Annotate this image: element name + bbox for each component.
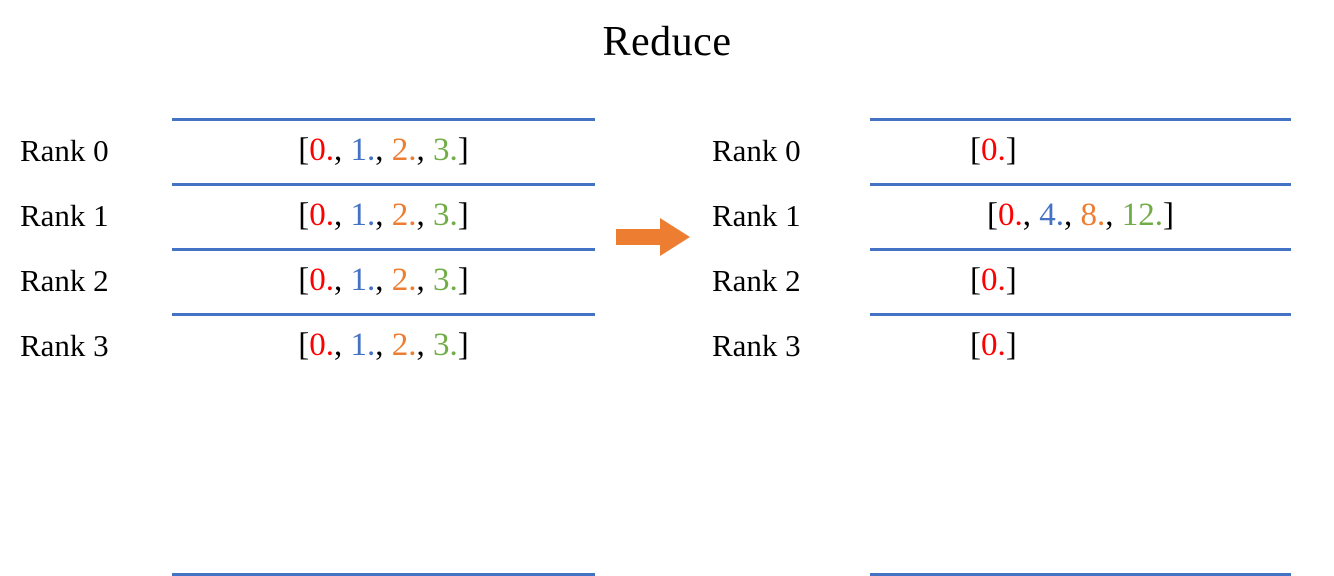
rank-label: Rank 1 (20, 198, 109, 233)
array-value: [0.] (870, 118, 1291, 183)
array-element: 2. (391, 327, 417, 363)
bracket-close: ] (457, 132, 469, 168)
array-element: 0. (309, 262, 334, 298)
array-separator: , (334, 197, 351, 233)
row-divider (172, 248, 595, 251)
table-row: Rank 0 [0., 1., 2., 3.] (0, 118, 600, 183)
array-element: 3. (433, 327, 458, 363)
page-title: Reduce (602, 19, 732, 65)
bracket-open: [ (987, 197, 998, 233)
array-element: 4. (1039, 197, 1064, 233)
array-element: 2. (391, 197, 417, 233)
array-value: [0., 1., 2., 3.] (172, 313, 595, 378)
rank-label: Rank 1 (712, 198, 801, 233)
bracket-close: ] (457, 197, 469, 233)
bracket-open: [ (970, 327, 981, 363)
array-separator: , (1064, 197, 1081, 233)
array-element: 2. (391, 132, 417, 168)
before-panel: Rank 0 [0., 1., 2., 3.] Rank 1 [0., 1., … (0, 118, 600, 576)
bracket-open: [ (970, 132, 981, 168)
table-row: Rank 2 [0., 1., 2., 3.] (0, 248, 600, 313)
table-row: Rank 3 [0., 1., 2., 3.] (0, 313, 600, 576)
bracket-open: [ (298, 132, 310, 168)
rank-label: Rank 0 (712, 133, 801, 168)
array-separator: , (416, 327, 433, 363)
array-element: 0. (998, 197, 1023, 233)
bracket-close: ] (1005, 262, 1017, 298)
row-divider (870, 183, 1291, 186)
bracket-close: ] (1005, 327, 1017, 363)
array-element: 1. (350, 327, 376, 363)
after-panel: Rank 0 [0.] Rank 1 [0., 4., 8., 12.] Ran… (700, 118, 1300, 576)
row-divider (172, 183, 595, 186)
array-element: 0. (981, 132, 1006, 168)
array-element: 1. (350, 262, 376, 298)
rank-label: Rank 2 (712, 263, 801, 298)
bracket-close: ] (457, 327, 469, 363)
array-element: 0. (309, 327, 334, 363)
array-value: [0., 1., 2., 3.] (172, 118, 595, 183)
row-divider (870, 248, 1291, 251)
rank-label: Rank 0 (20, 133, 109, 168)
row-divider (172, 118, 595, 121)
table-row: Rank 3 [0.] (700, 313, 1300, 576)
array-separator: , (416, 132, 433, 168)
array-value: [0., 4., 8., 12.] (870, 183, 1291, 248)
table-row: Rank 2 [0.] (700, 248, 1300, 313)
array-separator: , (334, 327, 351, 363)
table-row: Rank 1 [0., 1., 2., 3.] (0, 183, 600, 248)
bracket-close: ] (457, 262, 469, 298)
array-separator: , (375, 262, 392, 298)
array-separator: , (375, 327, 392, 363)
array-separator: , (375, 132, 392, 168)
row-divider (870, 313, 1291, 316)
array-element: 0. (981, 262, 1006, 298)
array-value: [0., 1., 2., 3.] (172, 248, 595, 313)
rank-label: Rank 3 (20, 328, 109, 363)
array-element: 3. (433, 197, 458, 233)
rank-label: Rank 2 (20, 263, 109, 298)
row-divider (172, 313, 595, 316)
array-value: [0.] (870, 248, 1291, 313)
array-element: 12. (1121, 197, 1163, 233)
array-element: 3. (433, 132, 458, 168)
bracket-open: [ (970, 262, 981, 298)
table-row: Rank 0 [0.] (700, 118, 1300, 183)
bracket-open: [ (298, 262, 310, 298)
right-arrow-icon (616, 218, 690, 256)
row-divider (870, 118, 1291, 121)
array-element: 0. (981, 327, 1006, 363)
array-element: 1. (350, 132, 376, 168)
array-value: [0.] (870, 313, 1291, 378)
array-separator: , (1022, 197, 1040, 233)
array-separator: , (334, 132, 351, 168)
array-separator: , (416, 197, 433, 233)
array-separator: , (334, 262, 351, 298)
array-element: 8. (1080, 197, 1106, 233)
array-separator: , (416, 262, 433, 298)
bracket-open: [ (298, 327, 310, 363)
array-separator: , (375, 197, 392, 233)
array-element: 3. (433, 262, 458, 298)
rank-label: Rank 3 (712, 328, 801, 363)
array-element: 0. (309, 197, 334, 233)
bracket-close: ] (1163, 197, 1174, 233)
array-element: 0. (309, 132, 334, 168)
bracket-close: ] (1005, 132, 1017, 168)
table-row: Rank 1 [0., 4., 8., 12.] (700, 183, 1300, 248)
array-element: 1. (350, 197, 376, 233)
array-element: 2. (391, 262, 417, 298)
array-separator: , (1105, 197, 1122, 233)
bracket-open: [ (298, 197, 310, 233)
array-value: [0., 1., 2., 3.] (172, 183, 595, 248)
